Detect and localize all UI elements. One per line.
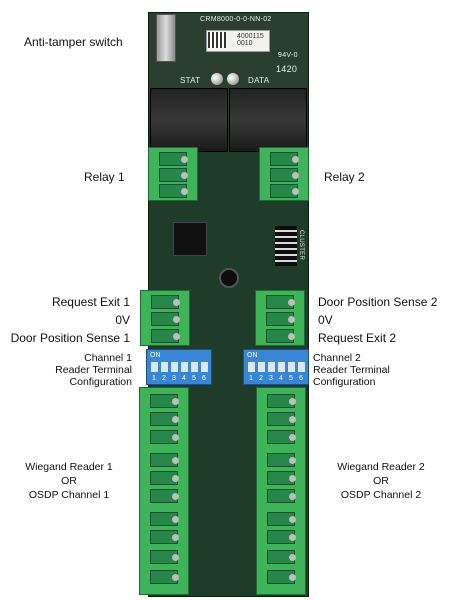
dip-2-n1: 1: [249, 375, 253, 382]
relay-2-terminal: [259, 147, 309, 201]
wiegand-2-line-3: OSDP Channel 2: [340, 489, 422, 501]
channel-1-config-line-3: Configuration: [69, 376, 132, 388]
data-led: [227, 73, 239, 85]
channel-1-config-line-1: Channel 1: [84, 352, 132, 364]
date-code-marking: 1420: [276, 64, 298, 74]
input-terminal-left: [140, 290, 190, 346]
relay-1-component: [150, 88, 228, 152]
wiegand-2-line-1: Wiegand Reader 2: [337, 461, 425, 473]
wiegand-2-label: Wiegand Reader 2 OR OSDP Channel 2: [326, 460, 436, 502]
sticker-line-1: 4000115: [237, 33, 264, 40]
relay-2-label: Relay 2: [324, 170, 365, 184]
anti-tamper-switch: [156, 14, 176, 62]
channel-2-config-line-1: Channel 2: [313, 352, 361, 364]
input-terminal-right: [255, 290, 305, 346]
reader-1-terminals: [139, 387, 189, 595]
zero-v-left-label: 0V: [115, 313, 130, 327]
dip-1-n6: 6: [202, 375, 206, 382]
dip-2-n2: 2: [259, 375, 263, 382]
part-number-marking: CRM8000-0-0-NN-02: [200, 16, 272, 23]
dip-2-on-label: ON: [247, 352, 258, 359]
reader-2-terminals: [256, 387, 306, 595]
channel-1-config-label: Channel 1 Reader Terminal Configuration: [40, 352, 132, 388]
door-position-sense-2-label: Door Position Sense 2: [318, 295, 438, 309]
dip-1-on-label: ON: [150, 352, 161, 359]
channel-2-dip-switch: ON 1 2 3 4 5 6: [243, 349, 309, 385]
door-position-sense-1-label: Door Position Sense 1: [10, 331, 130, 345]
dip-1-n1: 1: [152, 375, 156, 382]
dip-2-n5: 5: [289, 375, 293, 382]
relay-1-label: Relay 1: [84, 170, 125, 184]
channel-1-dip-switch: ON 1 2 3 4 5 6: [146, 349, 212, 385]
wiegand-1-line-2: OR: [61, 475, 77, 487]
dip-1-n4: 4: [182, 375, 186, 382]
rating-marking: 94V-0: [278, 52, 298, 59]
wiegand-2-line-2: OR: [373, 475, 389, 487]
dip-1-n3: 3: [172, 375, 176, 382]
zero-v-right-label: 0V: [318, 313, 333, 327]
channel-2-config-label: Channel 2 Reader Terminal Configuration: [313, 352, 390, 388]
request-exit-1-label: Request Exit 1: [51, 295, 130, 309]
dip-1-n2: 2: [162, 375, 166, 382]
channel-2-config-line-2: Reader Terminal: [313, 364, 390, 376]
anti-tamper-switch-label: Anti-tamper switch: [24, 35, 123, 49]
channel-1-config-line-2: Reader Terminal: [55, 364, 132, 376]
sticker-line-2: 0010: [237, 40, 253, 47]
relay-2-component: [229, 88, 307, 152]
stat-led: [211, 73, 223, 85]
dip-2-n6: 6: [299, 375, 303, 382]
wiegand-1-label: Wiegand Reader 1 OR OSDP Channel 1: [14, 460, 124, 502]
qr-code-icon: [208, 32, 226, 48]
data-led-label: DATA: [248, 76, 270, 85]
cluster-marking: CLUSTER: [298, 230, 304, 261]
buzzer: [219, 268, 239, 288]
channel-2-config-line-3: Configuration: [313, 376, 376, 388]
cluster-header: [275, 226, 297, 266]
dip-2-n4: 4: [279, 375, 283, 382]
stat-led-label: STAT: [180, 76, 201, 85]
wiegand-1-line-1: Wiegand Reader 1: [25, 461, 113, 473]
wiegand-1-line-3: OSDP Channel 1: [28, 489, 110, 501]
dip-2-n3: 3: [269, 375, 273, 382]
request-exit-2-label: Request Exit 2: [318, 331, 397, 345]
relay-1-terminal: [148, 147, 198, 201]
microcontroller-chip: [170, 222, 210, 256]
dip-1-n5: 5: [192, 375, 196, 382]
